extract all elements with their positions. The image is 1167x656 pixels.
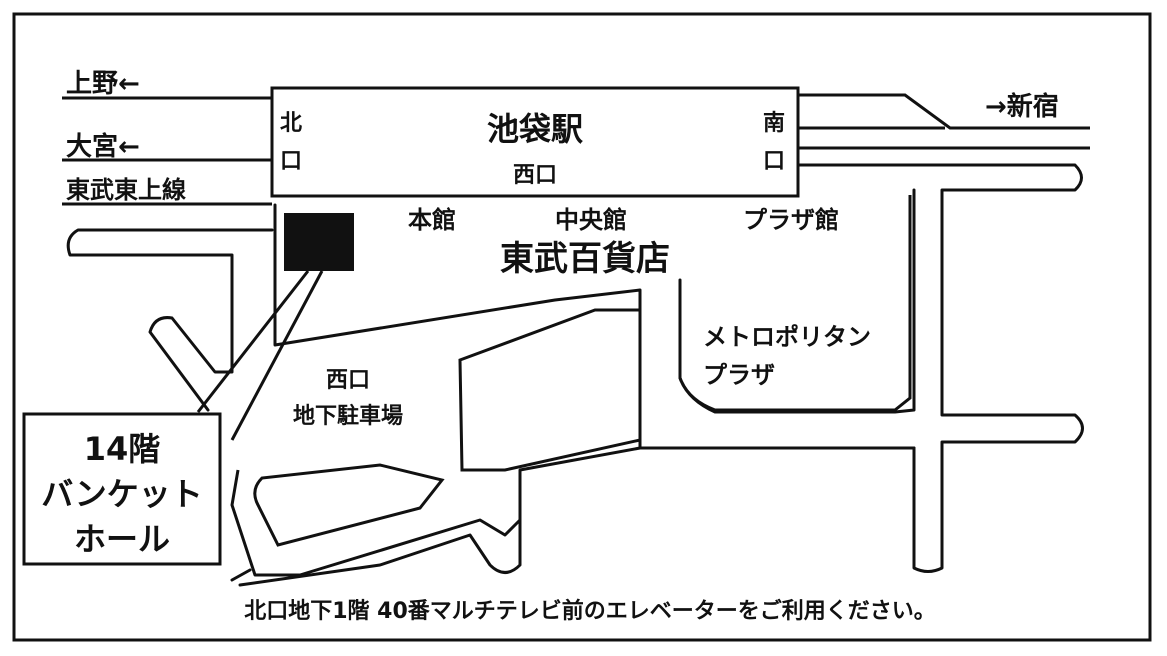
banquet-pointer	[196, 270, 324, 441]
north-exit-label-top: 北	[280, 111, 302, 136]
rail-lines-left	[62, 96, 272, 206]
banquet-floor-label: 14階	[84, 430, 161, 468]
south-exit-label-top: 南	[763, 111, 785, 136]
banquet-hall-box	[22, 412, 222, 566]
department-store-name: 東武百貨店	[500, 239, 670, 279]
parking-label-1: 西口	[326, 368, 370, 393]
main-building-label: 本館	[408, 206, 456, 234]
north-exit-label-bottom: 口	[280, 149, 302, 174]
metropolitan-plaza-label-2: プラザ	[703, 361, 775, 389]
central-building-label: 中央館	[555, 206, 627, 234]
central-block	[458, 308, 642, 472]
parking-ramp-block	[253, 463, 445, 547]
hotel-building-marker	[284, 213, 354, 271]
metropolitan-plaza-label-1: メトロポリタン	[703, 323, 871, 351]
banquet-hall-label-2: ホール	[74, 520, 170, 558]
rail-lines-right	[798, 93, 1090, 150]
west-exit-label: 西口	[513, 163, 557, 188]
line-tobu-tojo-label: 東武東上線	[66, 176, 186, 204]
south-exit-label-bottom: 口	[763, 149, 785, 174]
metropolitan-plaza-block	[678, 195, 912, 412]
plaza-building-label: プラザ館	[743, 206, 839, 234]
line-shinjuku-label: →新宿	[985, 91, 1059, 122]
line-ueno-label: 上野←	[66, 69, 140, 99]
station-name: 池袋駅	[487, 110, 583, 148]
parking-label-2: 地下駐車場	[293, 403, 403, 429]
banquet-hall-label-1: バンケット	[41, 475, 203, 513]
footer-note: 北口地下1階 40番マルチテレビ前のエレベーターをご利用ください。	[244, 598, 936, 624]
lower-ramp-road	[230, 469, 522, 577]
line-omiya-label: 大宮←	[66, 131, 140, 162]
ikebukuro-station-box	[270, 86, 800, 198]
